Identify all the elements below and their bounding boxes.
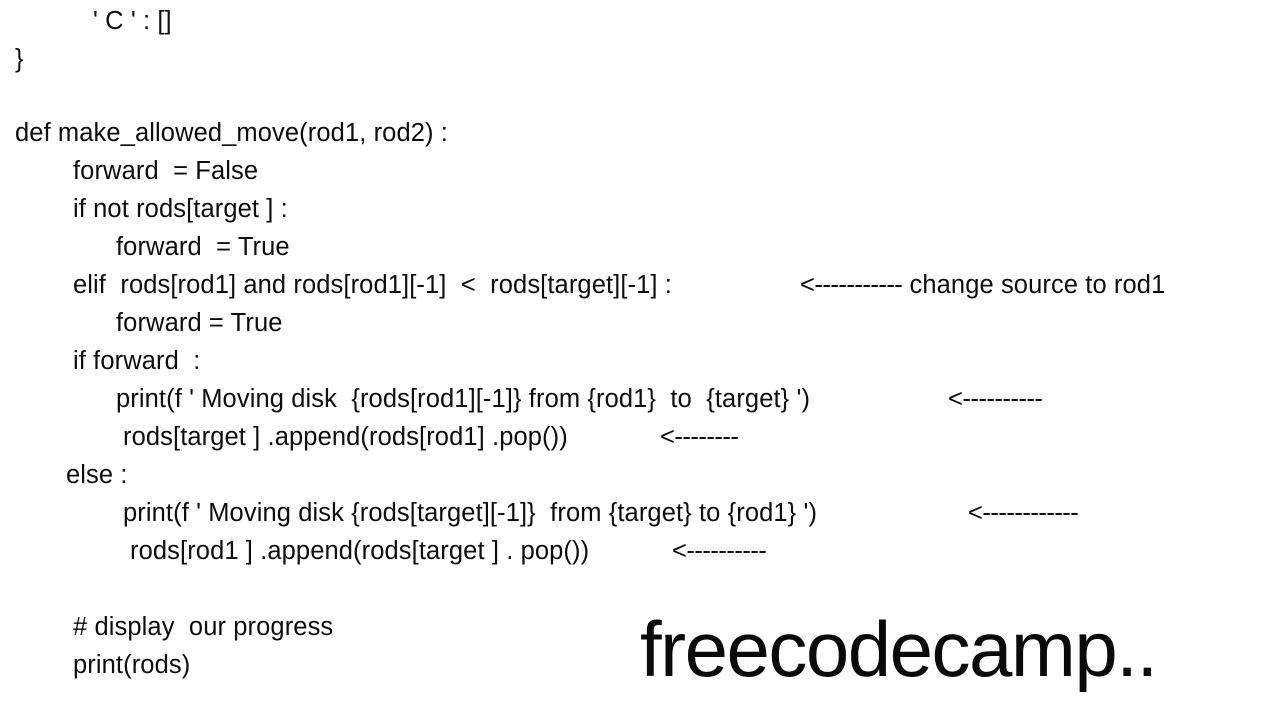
code-line: forward = False xyxy=(73,157,259,185)
annotation-append-else: <---------- xyxy=(672,532,767,570)
annotation-arrow-icon: <---------- xyxy=(948,385,1043,413)
code-line: else : xyxy=(66,461,128,489)
annotation-arrow-icon: <----------- xyxy=(800,271,903,299)
annotation-label: change source to rod1 xyxy=(902,271,1166,299)
code-line: rods[target ] .append(rods[rod1] .pop()) xyxy=(123,423,568,451)
code-line: print(f ' Moving disk {rods[target][-1]}… xyxy=(123,499,818,527)
code-line: ' C ' : [] xyxy=(93,7,172,35)
code-line: } xyxy=(15,45,24,73)
code-line: print(rods) xyxy=(73,651,191,679)
annotation-arrow-icon: <------------ xyxy=(968,499,1079,527)
annotation-print-else: <------------ xyxy=(968,494,1079,532)
annotation-elif: <----------- change source to rod1 xyxy=(800,266,1165,304)
annotation-arrow-icon: <-------- xyxy=(660,423,739,451)
annotation-append-forward: <-------- xyxy=(660,418,739,456)
code-line: # display our progress xyxy=(73,613,334,641)
code-line: elif rods[rod1] and rods[rod1][-1] < rod… xyxy=(73,271,672,299)
freecodecamp-watermark: freecodecamp.. xyxy=(640,605,1158,693)
annotation-arrow-icon: <---------- xyxy=(672,537,767,565)
code-line: if not rods[target ] : xyxy=(73,195,288,223)
annotation-print-forward: <---------- xyxy=(948,380,1043,418)
code-line: forward = True xyxy=(116,233,290,261)
code-line: rods[rod1 ] .append(rods[target ] . pop(… xyxy=(130,537,590,565)
code-line: print(f ' Moving disk {rods[rod1][-1]} f… xyxy=(116,385,811,413)
code-line: if forward : xyxy=(73,347,201,375)
code-line: def make_allowed_move(rod1, rod2) : xyxy=(15,119,448,147)
code-line: forward = True xyxy=(116,309,283,337)
